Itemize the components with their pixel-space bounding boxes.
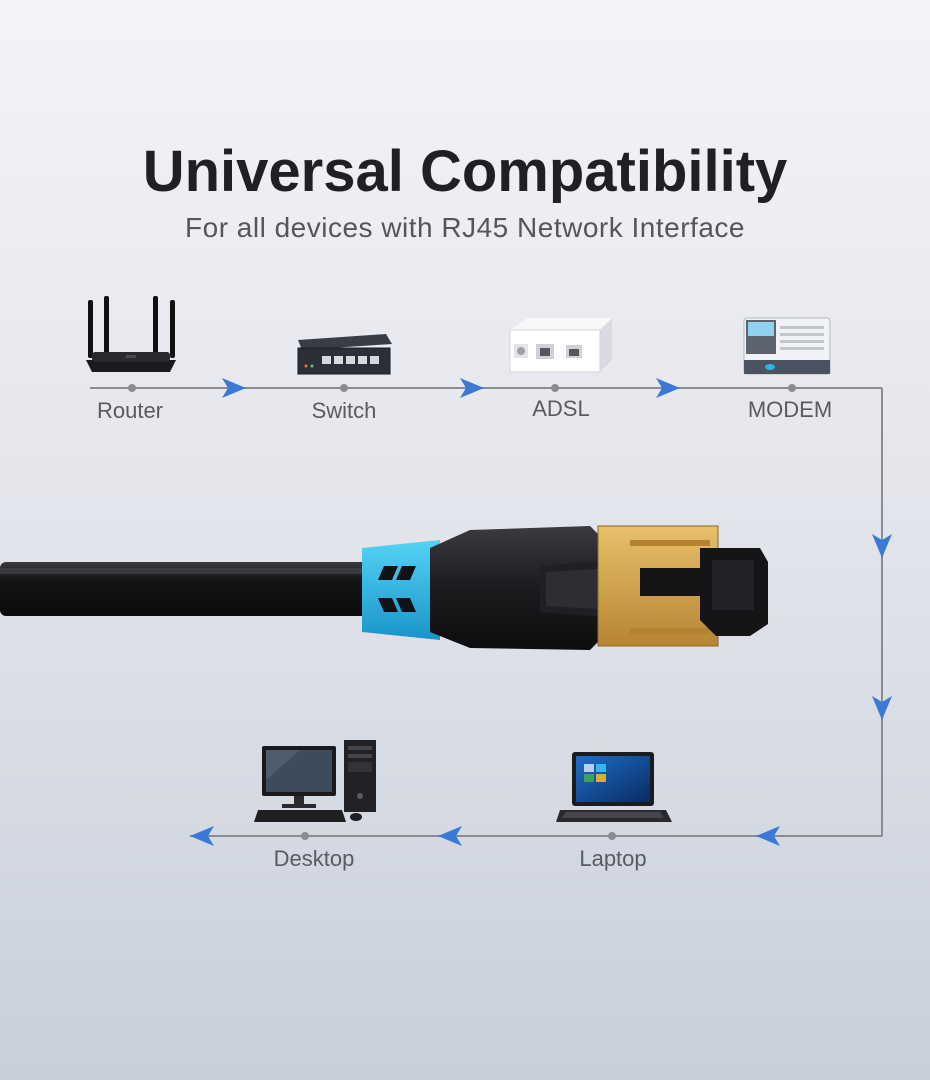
adsl-node-dot	[551, 384, 559, 392]
page-title: Universal Compatibility	[142, 139, 788, 204]
laptop-icon	[556, 752, 672, 822]
arrow-right-icon	[222, 378, 246, 398]
arrow-left-icon	[756, 826, 780, 846]
switch-node-dot	[340, 384, 348, 392]
arrow-right-icon	[460, 378, 484, 398]
laptop-node-dot	[608, 832, 616, 840]
switch-icon	[297, 334, 392, 375]
laptop-label: Laptop	[579, 846, 647, 871]
modem-label: MODEM	[747, 397, 833, 422]
adsl-label: ADSL	[532, 396, 590, 421]
arrow-left-icon	[190, 826, 214, 846]
modem-icon	[743, 316, 834, 375]
desktop-node-dot	[301, 832, 309, 840]
arrow-down-icon	[872, 534, 892, 558]
router-icon	[86, 296, 176, 372]
page-subtitle: For all devices with RJ45 Network Interf…	[185, 212, 745, 243]
router-label: Router	[96, 398, 164, 423]
arrow-down-icon	[872, 696, 892, 720]
modem-node-dot	[788, 384, 796, 392]
desktop-icon	[254, 740, 376, 822]
adsl-icon	[509, 318, 612, 373]
desktop-label: Desktop	[273, 846, 355, 871]
rj45-cable-icon	[0, 525, 768, 650]
router-node-dot	[128, 384, 136, 392]
arrow-right-icon	[656, 378, 680, 398]
switch-label: Switch	[311, 398, 377, 423]
arrow-left-icon	[438, 826, 462, 846]
